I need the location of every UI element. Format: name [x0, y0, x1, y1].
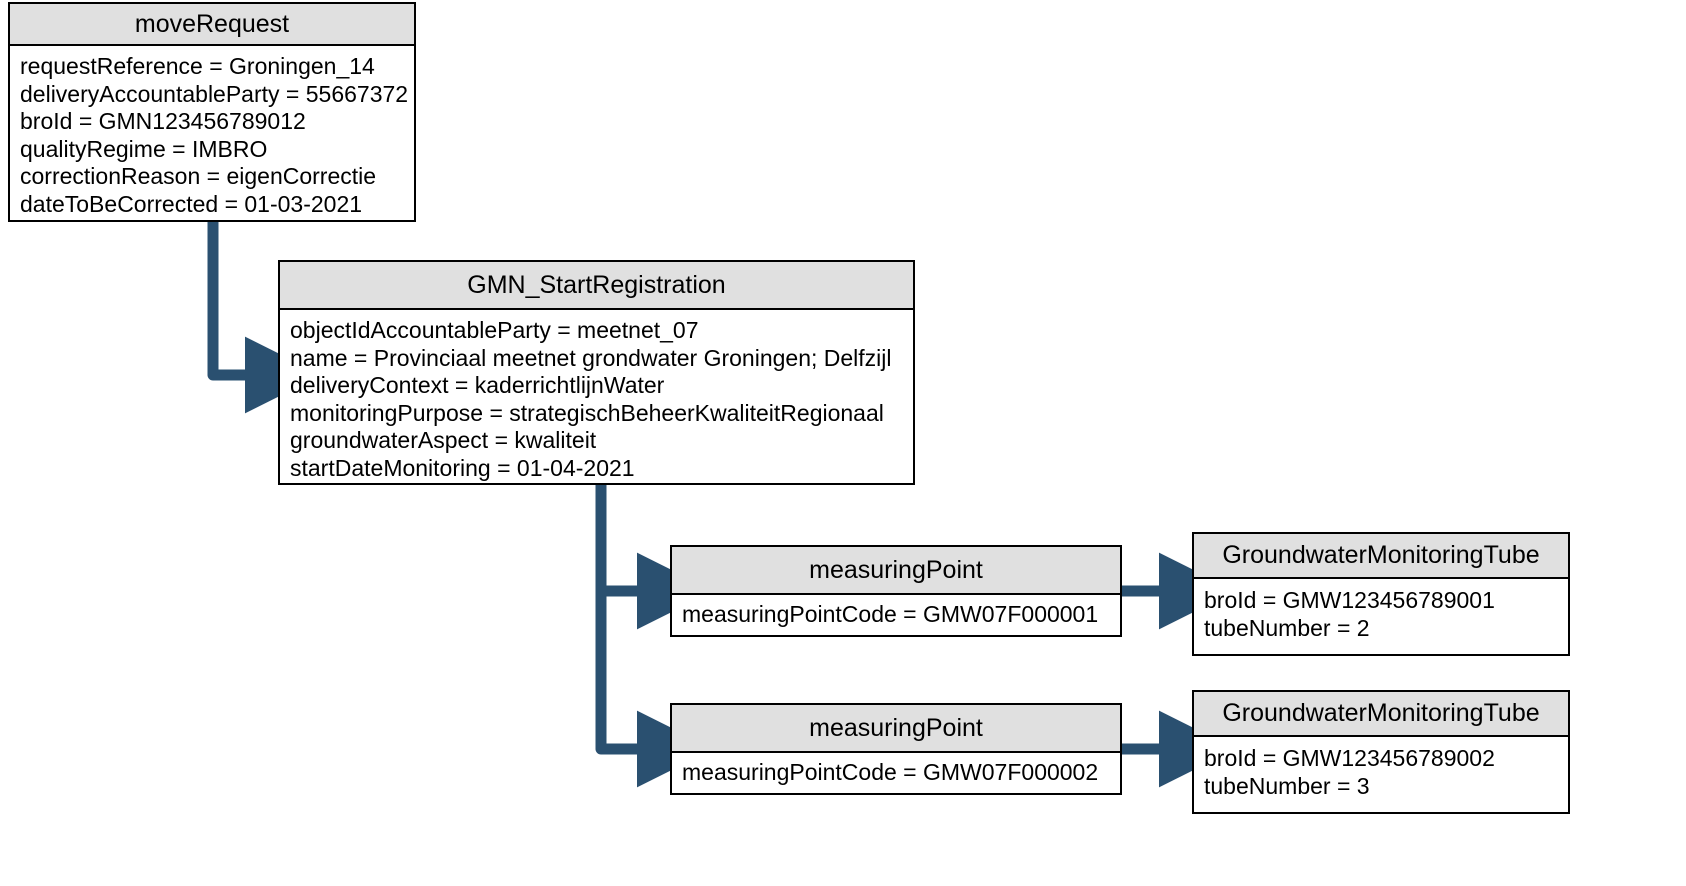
object-box-title: measuringPoint	[672, 705, 1120, 753]
connector-gmn-to-measuring-point-1	[595, 485, 714, 630]
attribute-row: broId = GMW123456789002	[1204, 745, 1495, 771]
attribute-row: name = Provinciaal meetnet grondwater Gr…	[290, 344, 892, 371]
object-box-title: moveRequest	[10, 4, 414, 46]
attribute-row: tubeNumber = 2	[1204, 614, 1370, 641]
attribute-row: qualityRegime = IMBRO	[20, 135, 268, 162]
object-box-title: GroundwaterMonitoringTube	[1194, 534, 1568, 579]
attribute-row: correctionReason = eigenCorrectie	[20, 163, 377, 189]
attribute-row: groundwaterAspect = kwaliteit	[290, 427, 597, 453]
attribute-row: deliveryContext = kaderrichtlijnWater	[290, 372, 665, 398]
attribute-row: measuringPointCode = GMW07F000002	[682, 759, 1099, 785]
object-box-attributes: measuringPointCode = GMW07F000001	[672, 595, 1120, 635]
attribute-row: dateToBeCorrected = 01-03-2021	[20, 190, 363, 217]
attribute-row: monitoringPurpose = strategischBeheerKwa…	[290, 399, 884, 426]
object-box-move-request[interactable]: moveRequest requestReference = Groningen…	[8, 2, 416, 222]
attribute-row: deliveryAccountableParty = 55667372	[20, 80, 409, 107]
attribute-row: broId = GMN123456789012	[20, 108, 306, 134]
object-box-title: measuringPoint	[672, 547, 1120, 595]
object-box-attributes: broId = GMW123456789002 tubeNumber = 3	[1194, 737, 1568, 806]
attribute-row: tubeNumber = 3	[1204, 772, 1370, 799]
object-box-measuring-point-1[interactable]: measuringPoint measuringPointCode = GMW0…	[670, 545, 1122, 637]
attribute-row: startDateMonitoring = 01-04-2021	[290, 454, 635, 481]
object-box-title: GMN_StartRegistration	[280, 262, 913, 310]
object-box-measuring-point-2[interactable]: measuringPoint measuringPointCode = GMW0…	[670, 703, 1122, 795]
object-box-attributes: requestReference = Groningen_14 delivery…	[10, 46, 414, 224]
attribute-row: requestReference = Groningen_14	[20, 53, 375, 79]
attribute-row: measuringPointCode = GMW07F000001	[682, 601, 1099, 627]
object-box-attributes: objectIdAccountableParty = meetnet_07 na…	[280, 310, 913, 488]
connector-gmn-to-measuring-point-2	[595, 485, 714, 788]
object-box-title: GroundwaterMonitoringTube	[1194, 692, 1568, 737]
object-box-monitoring-tube-2[interactable]: GroundwaterMonitoringTube broId = GMW123…	[1192, 690, 1570, 814]
object-box-monitoring-tube-1[interactable]: GroundwaterMonitoringTube broId = GMW123…	[1192, 532, 1570, 656]
connector-move-request-to-gmn	[207, 222, 322, 414]
object-box-attributes: broId = GMW123456789001 tubeNumber = 2	[1194, 579, 1568, 648]
object-box-attributes: measuringPointCode = GMW07F000002	[672, 753, 1120, 793]
attribute-row: broId = GMW123456789001	[1204, 587, 1495, 613]
object-box-gmn-start-registration[interactable]: GMN_StartRegistration objectIdAccountabl…	[278, 260, 915, 485]
attribute-row: objectIdAccountableParty = meetnet_07	[290, 317, 699, 343]
